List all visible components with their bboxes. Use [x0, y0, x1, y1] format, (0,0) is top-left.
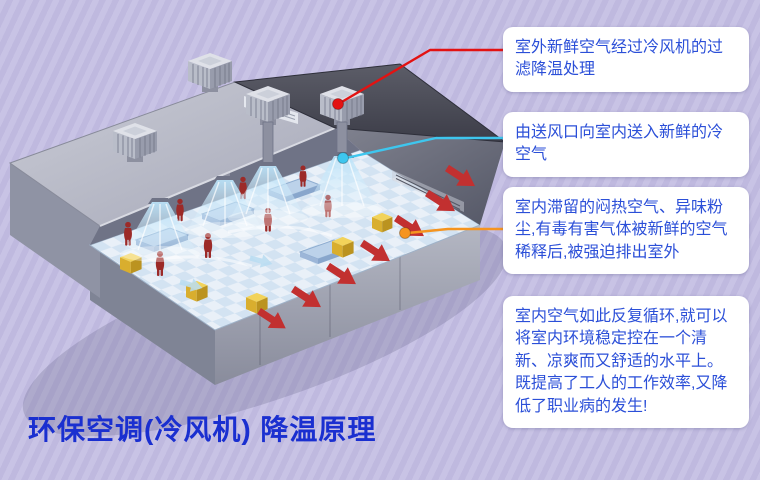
supply-duct — [336, 121, 348, 155]
outer-left-wall — [10, 163, 100, 298]
connector-line-exhaust — [406, 227, 507, 235]
front-wall-seams — [259, 257, 401, 365]
callout-text-fresh-air: 室外新鲜空气经过冷风机的过滤降温处理 — [515, 39, 724, 79]
callout-box-supply-air: 由送风口向室内送入新鲜的冷空气 — [503, 112, 749, 177]
supply-duct — [262, 121, 274, 165]
air-supply-outlet — [302, 152, 382, 218]
callout-2-connector — [337, 136, 507, 164]
callout-box-fresh-air: 室外新鲜空气经过冷风机的过滤降温处理 — [503, 27, 749, 92]
air-diffuser — [120, 198, 200, 262]
supply-air-cones — [120, 152, 382, 262]
connector-line-fresh-air — [338, 48, 507, 105]
building-walls — [10, 163, 480, 385]
connector-line-supply-air — [344, 136, 507, 160]
callout-box-circulation: 室内空气如此反复循环,就可以将室内环境稳定控在一个清新、凉爽而又舒适的水平上。既… — [503, 296, 749, 428]
callout-text-exhaust: 室内滞留的闷热空气、异味粉尘,有毒有害气体被新鲜的空气稀释后,被强迫排出室外 — [515, 199, 728, 261]
callout-3-connector — [399, 227, 507, 239]
right-wall-face — [335, 128, 505, 225]
front-left-wall — [90, 245, 215, 385]
callout-dot-fresh-air — [332, 98, 344, 110]
callout-1-connector — [332, 48, 507, 110]
callout-box-exhaust: 室内滞留的闷热空气、异味粉尘,有毒有害气体被新鲜的空气稀释后,被强迫排出室外 — [503, 187, 749, 275]
callout-text-circulation: 室内空气如此反复循环,就可以将室内环境稳定控在一个清新、凉爽而又舒适的水平上。既… — [515, 308, 728, 415]
air-diffuser — [228, 162, 308, 226]
callout-text-supply-air: 由送风口向室内送入新鲜的冷空气 — [515, 124, 724, 164]
page-title: 环保空调(冷风机) 降温原理 — [28, 414, 377, 445]
front-right-wall — [215, 225, 480, 385]
callout-dot-exhaust — [399, 227, 411, 239]
callout-dot-supply-air — [337, 152, 349, 164]
